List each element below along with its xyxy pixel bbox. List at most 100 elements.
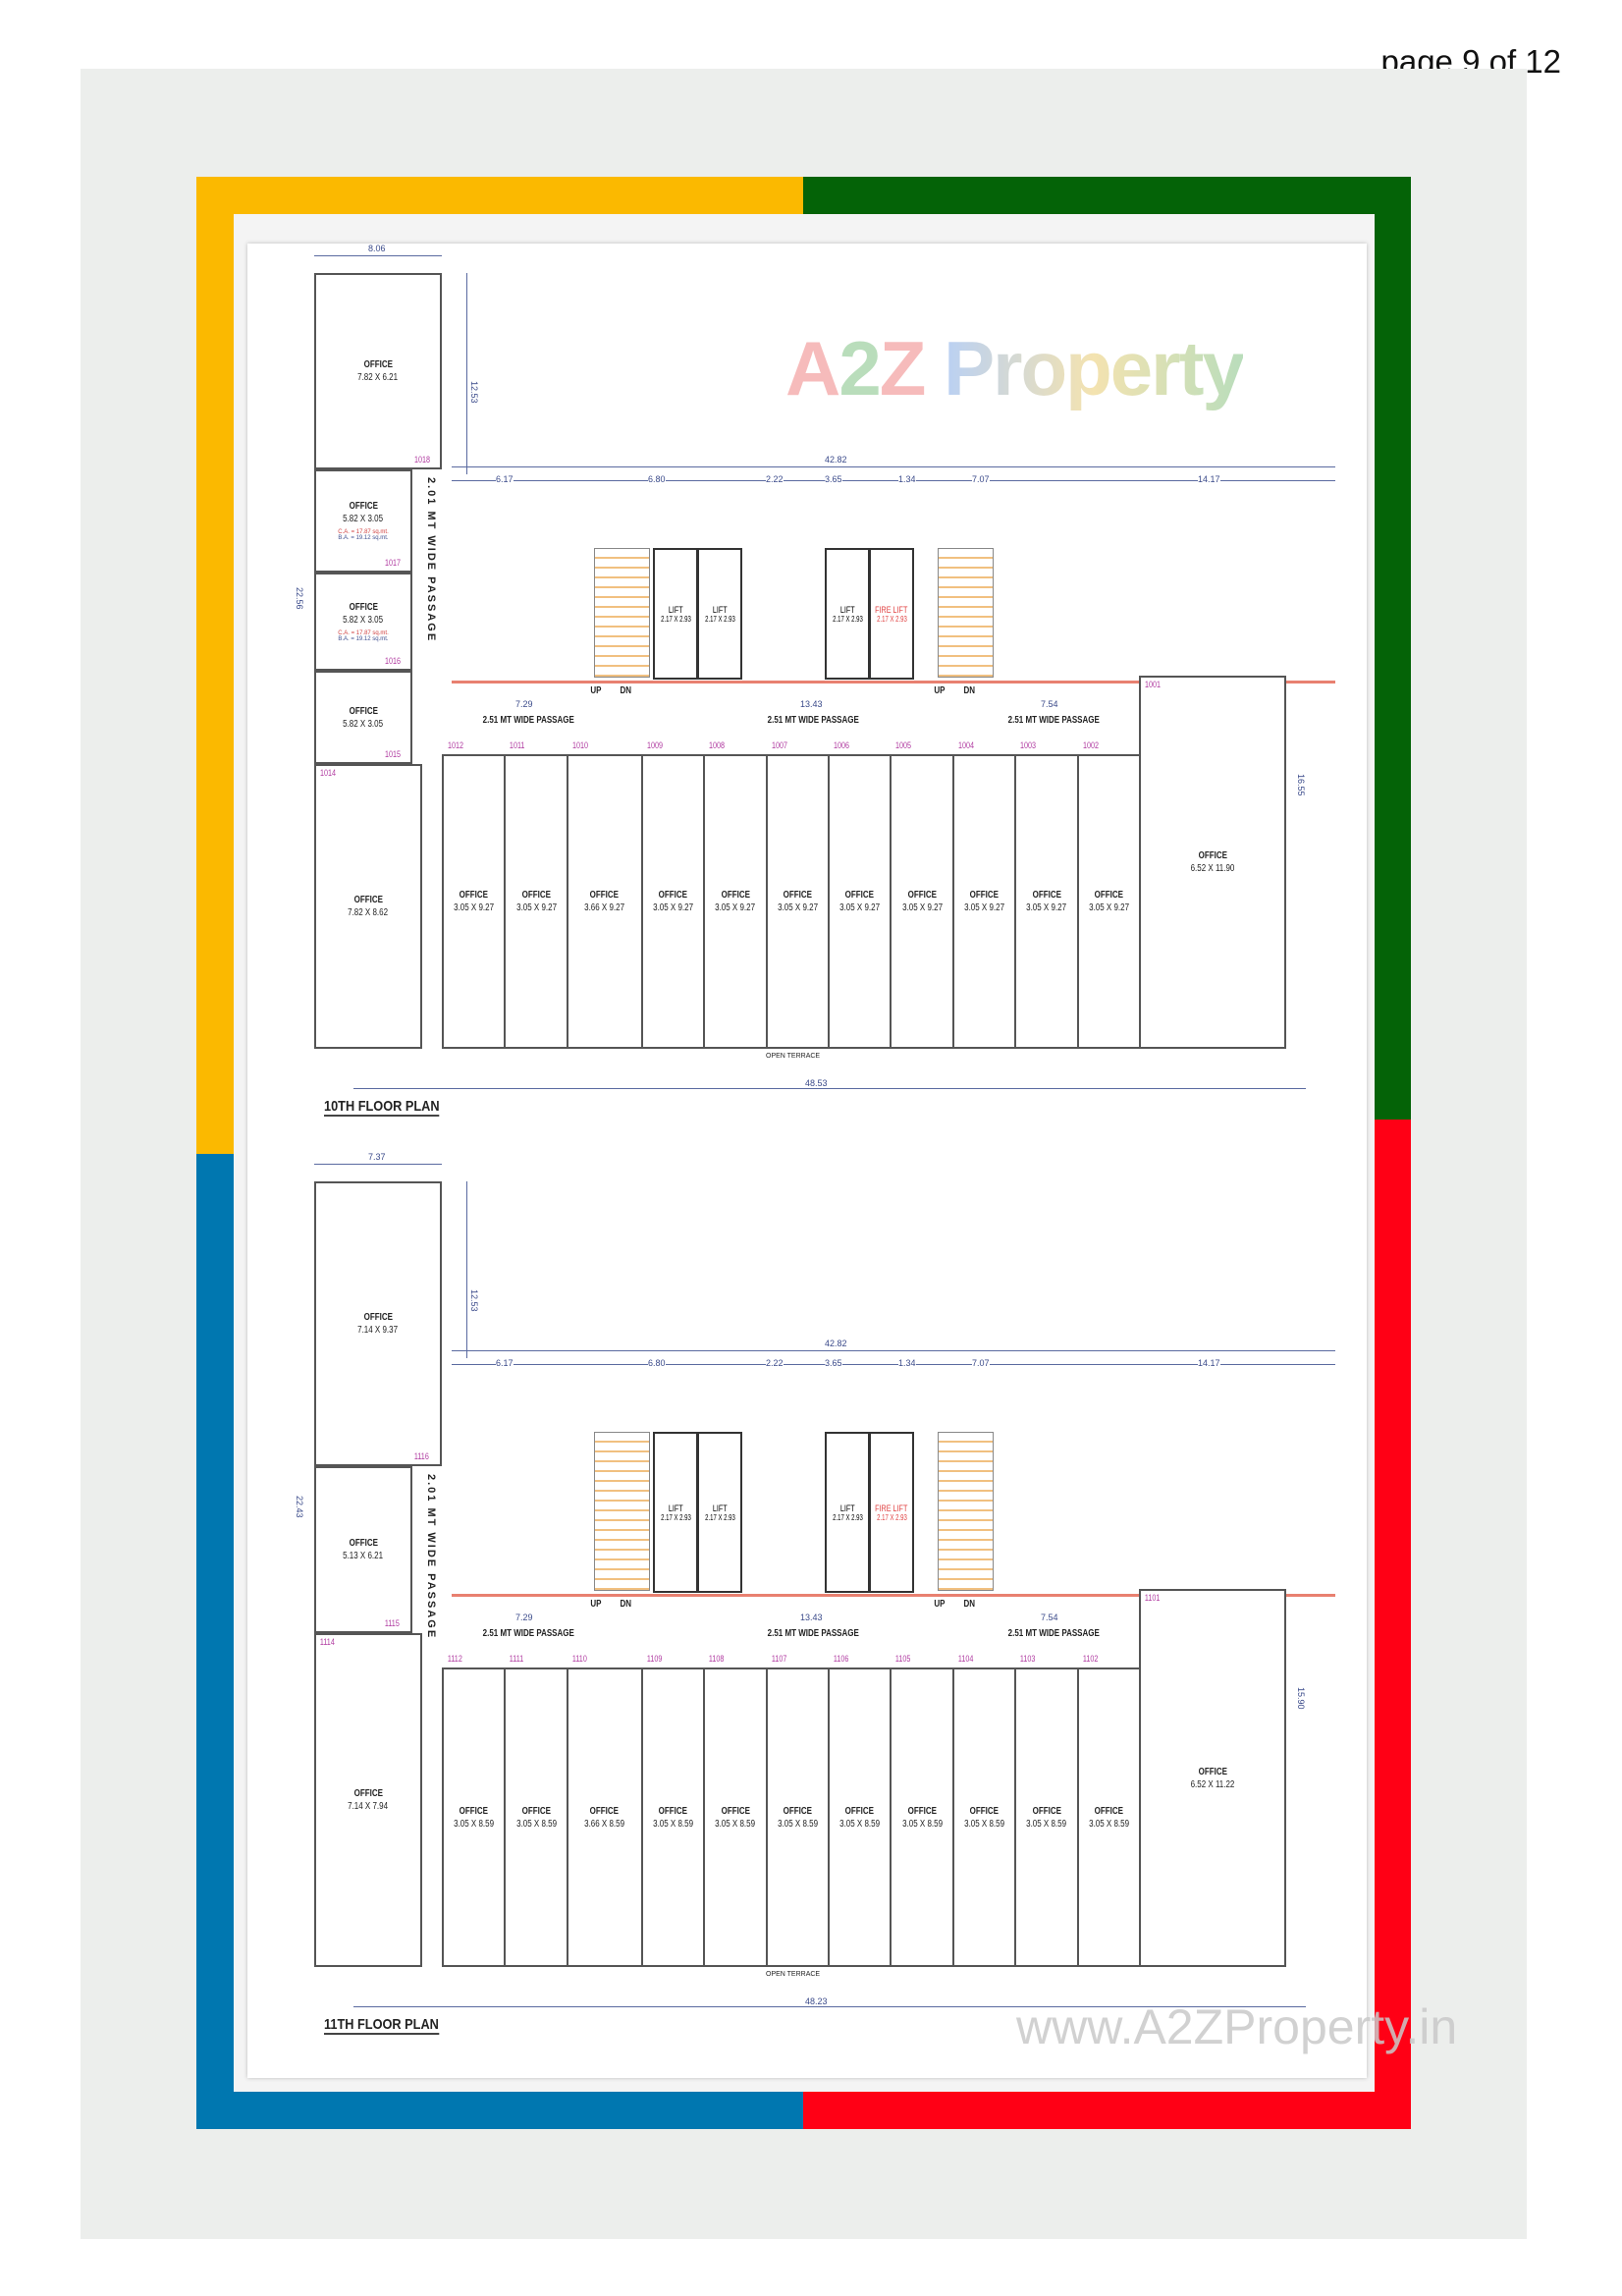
passage-label: 2.51 MT WIDE PASSAGE <box>482 1628 574 1639</box>
stair-direction-label: UP <box>590 1599 602 1610</box>
office-label: OFFICE <box>353 1788 383 1799</box>
office-dimensions: 6.52 X 11.90 <box>1190 863 1235 874</box>
office-label: OFFICE <box>1032 1805 1061 1817</box>
office-label: OFFICE <box>907 890 937 901</box>
office-label: OFFICE <box>721 1805 750 1817</box>
dimension-segment: 1.34 <box>898 1358 916 1368</box>
lift-dimensions: 2.17 X 2.93 <box>704 614 735 624</box>
passage-label: 2.51 MT WIDE PASSAGE <box>1007 1628 1100 1639</box>
passage-label: 2.51 MT WIDE PASSAGE <box>482 715 574 726</box>
dimension-line <box>353 2006 1306 2007</box>
lift-label: LIFT <box>712 604 728 615</box>
office-label: OFFICE <box>349 601 378 613</box>
office-dimensions: 3.05 X 9.27 <box>1088 902 1129 913</box>
staircase <box>938 1432 994 1591</box>
office-label: OFFICE <box>969 890 1000 901</box>
passage-label: 2.51 MT WIDE PASSAGE <box>767 715 859 726</box>
dimension-segment: 6.17 <box>496 1358 514 1368</box>
office-label: OFFICE <box>1094 1805 1123 1817</box>
office-dimensions: 3.05 X 8.59 <box>715 1818 756 1830</box>
unit-number: 1009 <box>646 740 663 750</box>
office-label: OFFICE <box>783 1805 813 1817</box>
frame-left-lower <box>196 1154 234 2129</box>
dimension-passage: 7.54 <box>1041 1613 1058 1622</box>
lift-label: LIFT <box>839 1503 855 1513</box>
dimension-segment: 3.65 <box>825 474 842 484</box>
unit-number: 1010 <box>571 740 588 750</box>
unit-number: 1112 <box>447 1654 462 1664</box>
unit-number: 1002 <box>1082 740 1099 750</box>
unit-number: 1003 <box>1020 740 1037 750</box>
dimension-overall-bottom: 48.23 <box>805 1996 828 2006</box>
office-label: OFFICE <box>783 890 813 901</box>
office-label: OFFICE <box>845 1805 875 1817</box>
office-dimensions: 3.05 X 8.59 <box>454 1818 495 1830</box>
unit-number: 1007 <box>771 740 787 750</box>
website-watermark: www.A2ZProperty.in <box>1016 1999 1458 2054</box>
stair-direction-label: DN <box>963 685 976 696</box>
unit-number: 1106 <box>833 1654 849 1664</box>
office-label: OFFICE <box>521 1805 551 1817</box>
plan-title: 10TH FLOOR PLAN <box>324 1098 440 1117</box>
dimension-overall-bottom: 48.53 <box>805 1078 828 1088</box>
office-dimensions: 7.82 X 6.21 <box>357 372 399 383</box>
lift-label: LIFT <box>668 604 683 615</box>
passage-label: 2.51 MT WIDE PASSAGE <box>767 1628 859 1639</box>
unit-number: 1108 <box>709 1654 725 1664</box>
unit-number: 1001 <box>1145 680 1162 689</box>
stair-direction-label: DN <box>620 685 632 696</box>
staircase <box>594 548 650 678</box>
dimension-line <box>452 480 1335 481</box>
dimension-passage: 13.43 <box>800 1613 823 1622</box>
staircase <box>594 1432 650 1591</box>
office-dimensions: 3.05 X 9.27 <box>964 902 1004 913</box>
unit-number: 1102 <box>1082 1654 1099 1664</box>
dimension-right-height: 15.90 <box>1296 1687 1306 1710</box>
office-dimensions: 3.05 X 9.27 <box>653 902 693 913</box>
dimension-segment: 2.22 <box>766 474 784 484</box>
office-dimensions: 5.82 X 3.05 <box>343 614 384 626</box>
frame-right-upper <box>1375 177 1411 1120</box>
dimension-segment: 2.22 <box>766 1358 784 1368</box>
office-dimensions: 3.05 X 9.27 <box>839 902 881 913</box>
office-dimensions: 3.05 X 9.27 <box>454 902 495 913</box>
unit-number: 1006 <box>834 740 850 750</box>
office-label: OFFICE <box>907 1805 937 1817</box>
office-label: OFFICE <box>1094 890 1123 901</box>
office-label: OFFICE <box>969 1805 1000 1817</box>
office-label: OFFICE <box>590 890 620 901</box>
unit-number: 1104 <box>957 1654 974 1664</box>
dimension-top-wing: 8.06 <box>368 244 386 253</box>
dimension-right-height: 16.55 <box>1296 774 1306 796</box>
built-area: B.A. = 19.12 sq.mt. <box>338 635 389 642</box>
dimension-passage: 7.54 <box>1041 699 1058 709</box>
office-label: OFFICE <box>353 895 383 905</box>
logo-word: Property <box>944 325 1245 411</box>
unit-number: 1015 <box>385 749 402 759</box>
unit-number: 1018 <box>414 455 431 465</box>
carpet-area: C.A. = 17.87 sq.mt. <box>338 629 389 636</box>
dimension-passage: 13.43 <box>800 699 823 709</box>
unit-number: 1011 <box>510 740 525 750</box>
office-label: OFFICE <box>1198 1766 1227 1777</box>
